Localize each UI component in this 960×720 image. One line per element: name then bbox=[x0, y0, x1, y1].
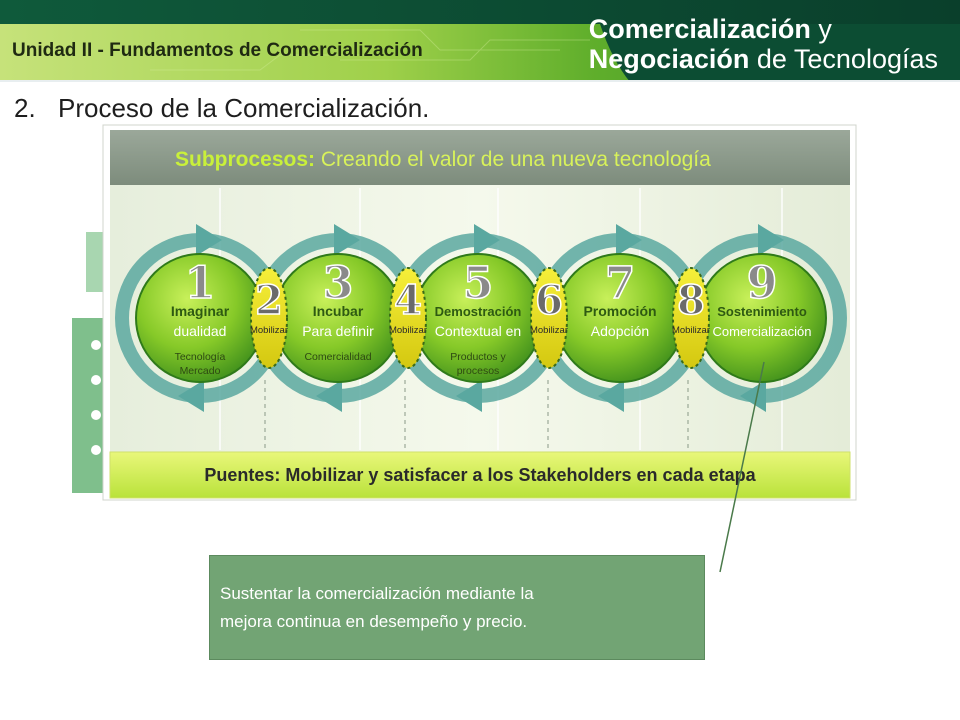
banner-rest: Creando el valor de una nueva tecnología bbox=[315, 148, 711, 171]
header-background bbox=[0, 0, 960, 82]
brand-logo: Comercialización y Negociación de Tecnol… bbox=[589, 14, 938, 74]
bridge-label: Mobilizar bbox=[672, 325, 710, 336]
stage-detail: procesos bbox=[457, 365, 500, 377]
arrow-head-icon bbox=[474, 224, 500, 256]
slide-header: Unidad II - Fundamentos de Comercializac… bbox=[0, 0, 960, 82]
callout-pointer bbox=[719, 361, 765, 573]
stage-title: Sostenimiento bbox=[717, 304, 807, 319]
arrow-head-icon bbox=[740, 380, 766, 412]
stage-title: Promoción bbox=[583, 303, 656, 319]
stage-detail: Productos y bbox=[450, 351, 506, 363]
bridge-lens bbox=[389, 267, 427, 369]
bridge-number: 4 bbox=[394, 277, 422, 324]
stage-title: Imaginar bbox=[171, 303, 230, 319]
stage-number: 1 bbox=[185, 258, 216, 309]
stage-detail: Tecnología bbox=[175, 351, 226, 363]
arrow-head-icon bbox=[456, 380, 482, 412]
brand-line1-bold: Comercialización bbox=[588, 14, 811, 44]
callout-box: Sustentar la comercialización mediante l… bbox=[209, 555, 705, 660]
arrow-head-icon bbox=[334, 224, 360, 256]
bridges-banner-text: Puentes: Mobilizar y satisfacer a los St… bbox=[204, 465, 756, 485]
section-number: 2. bbox=[14, 93, 36, 123]
bridge-lens bbox=[672, 267, 710, 369]
subprocess-banner-text: Subprocesos: Creando el valor de una nue… bbox=[175, 148, 711, 171]
stage-subtitle: dualidad bbox=[174, 323, 227, 339]
callout-line-1: Sustentar la comercialización mediante l… bbox=[220, 584, 534, 603]
stage-title: Demostración bbox=[435, 304, 522, 319]
bridge-number: 8 bbox=[677, 277, 705, 324]
subprocess-banner bbox=[110, 130, 850, 185]
bridge-label: Mobilizar bbox=[530, 325, 568, 336]
stage-subtitle: Contextual en bbox=[435, 323, 521, 339]
stage-subtitle: Comercialización bbox=[713, 324, 812, 339]
section-title: 2. Proceso de la Comercialización. bbox=[14, 93, 429, 124]
bridge-number: 2 bbox=[255, 277, 283, 324]
bridge-label: Mobilizar bbox=[250, 325, 288, 336]
section-title-text: Proceso de la Comercialización. bbox=[58, 93, 430, 123]
brand-line1-light: y bbox=[810, 14, 832, 44]
banner-bold: Subprocesos: bbox=[175, 148, 315, 171]
dashed-connectors bbox=[264, 380, 689, 450]
bridge-label: Mobilizar bbox=[389, 325, 427, 336]
bridge-lens bbox=[530, 267, 568, 369]
stage-number: 3 bbox=[323, 258, 354, 309]
stage-subtitle: Adopción bbox=[591, 323, 649, 339]
arrow-head-icon bbox=[598, 380, 624, 412]
arrow-head-icon bbox=[616, 224, 642, 256]
unit-title: Unidad II - Fundamentos de Comercializac… bbox=[12, 40, 423, 61]
bridges-banner bbox=[109, 451, 851, 499]
stage-number: 5 bbox=[463, 258, 494, 309]
stage-title: Incubar bbox=[313, 303, 364, 319]
stage-detail: Mercado bbox=[180, 365, 221, 377]
arrow-head-icon bbox=[196, 224, 222, 256]
stage-subtitle: Para definir bbox=[302, 323, 374, 339]
bridge-lens bbox=[250, 267, 288, 369]
left-decoration bbox=[72, 232, 106, 493]
brand-line2-light: de Tecnologías bbox=[749, 44, 938, 74]
stage-number: 9 bbox=[747, 258, 778, 309]
stage-number: 7 bbox=[605, 258, 636, 309]
arrow-head-icon bbox=[178, 380, 204, 412]
callout-line-2: mejora continua en desempeño y precio. bbox=[220, 612, 528, 631]
stage-detail: Comercialidad bbox=[304, 351, 371, 363]
brand-line2-bold: Negociación bbox=[588, 44, 750, 74]
bridge-number: 6 bbox=[535, 277, 563, 324]
arrow-head-icon bbox=[758, 224, 784, 256]
arrow-head-icon bbox=[316, 380, 342, 412]
